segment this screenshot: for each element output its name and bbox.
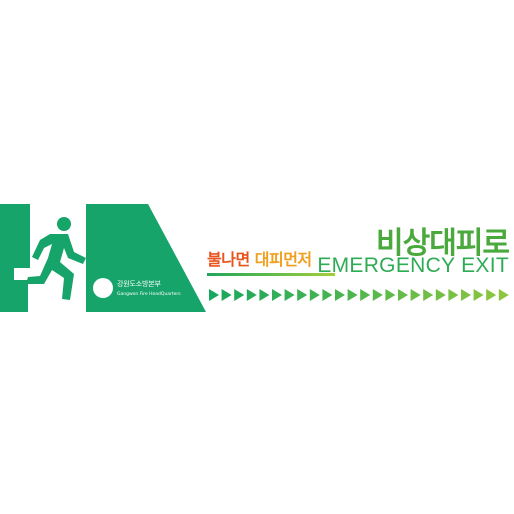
direction-arrow (498, 289, 509, 301)
direction-arrow (486, 289, 497, 301)
direction-arrow (448, 289, 459, 301)
direction-arrow (335, 289, 345, 301)
direction-arrow (423, 289, 434, 301)
direction-arrow (322, 289, 333, 301)
direction-arrow (297, 289, 308, 301)
slogan-part1: 불나면 (207, 250, 250, 269)
slogan-underline (207, 273, 335, 276)
exit-door-icon (0, 204, 30, 312)
direction-arrow (246, 289, 257, 301)
direction-arrow (372, 289, 383, 301)
organization-name-en: Gangwon Fire HeadQuarters (117, 292, 181, 297)
direction-arrow (234, 289, 245, 301)
direction-arrow (473, 289, 484, 301)
slogan: 불나면 대피먼저 (207, 246, 312, 270)
title-ko: 비상대피로 (376, 226, 510, 261)
direction-arrow (435, 289, 446, 301)
direction-arrow (209, 289, 219, 301)
direction-arrow (284, 289, 295, 301)
direction-arrow (221, 289, 232, 301)
title-en: EMERGENCY EXIT (317, 254, 509, 277)
running-person-icon (26, 217, 86, 300)
exit-panel-shape (86, 204, 206, 312)
exit-pictogram-panel (0, 204, 206, 312)
direction-arrow (398, 289, 408, 301)
direction-arrow (259, 289, 270, 301)
slogan-part2: 대피먼저 (254, 250, 312, 269)
direction-arrow (347, 289, 358, 301)
direction-arrow (272, 289, 282, 301)
direction-arrow (309, 289, 320, 301)
direction-arrow (385, 289, 396, 301)
direction-arrows-icon (209, 289, 509, 301)
organization-name-ko: 강원도소방본부 (117, 280, 161, 288)
direction-arrow (461, 289, 471, 301)
direction-arrow (360, 289, 371, 301)
direction-arrow (410, 289, 421, 301)
exit-circle-icon (93, 278, 113, 298)
